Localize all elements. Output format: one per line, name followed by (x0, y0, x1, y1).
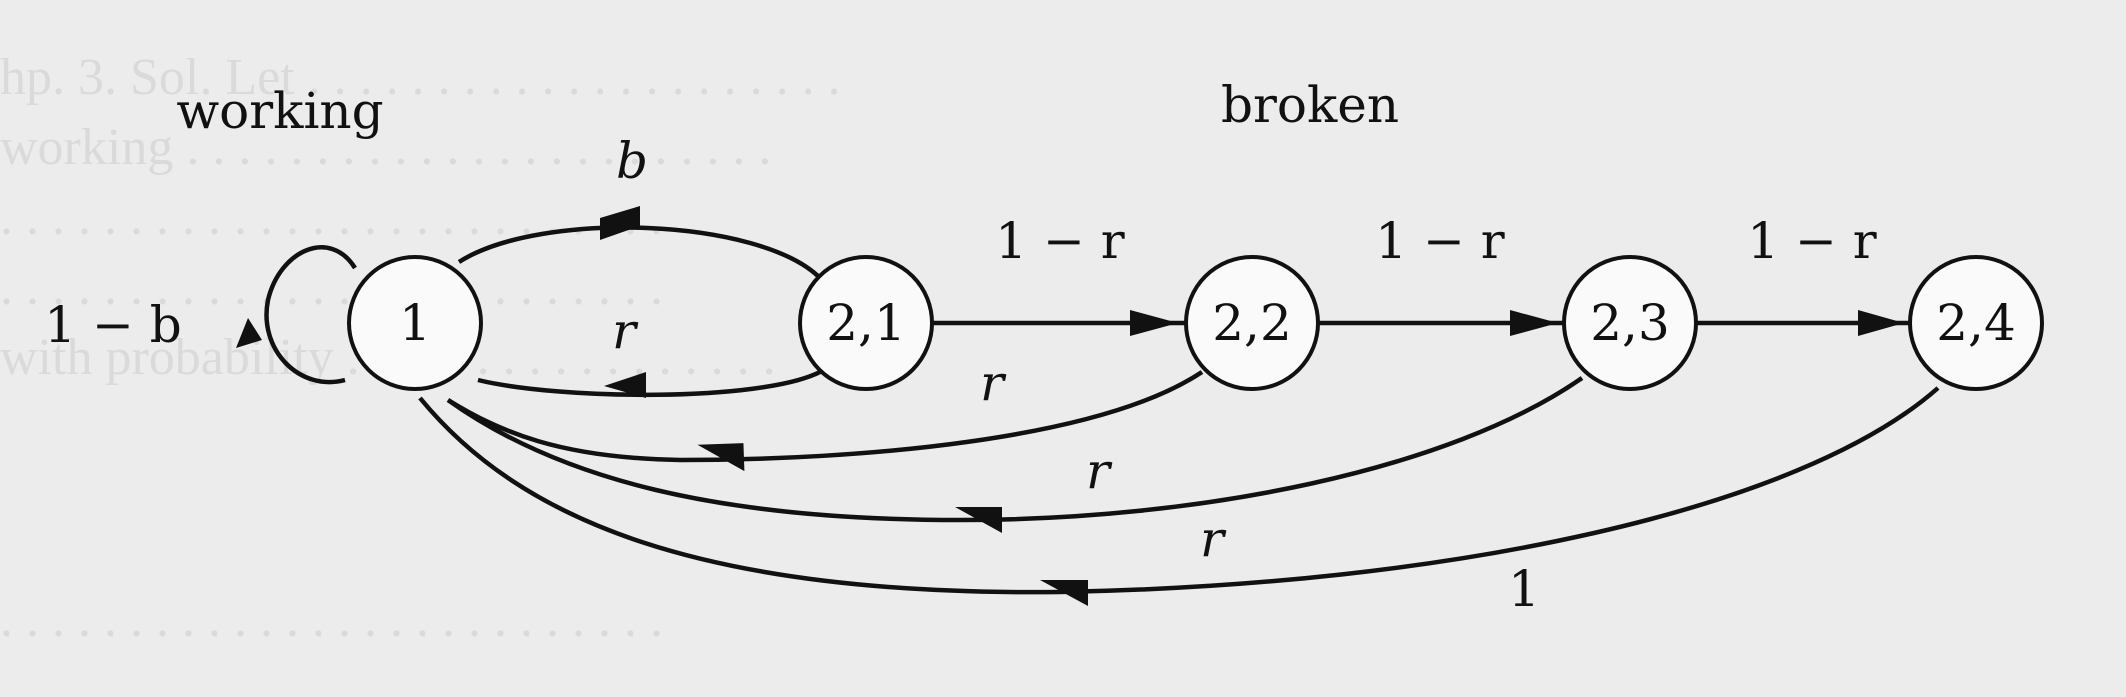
state-node-2-4: 2,4 (1908, 255, 2044, 391)
state-node-2-2: 2,2 (1184, 255, 1320, 391)
state-node-2-3: 2,3 (1562, 255, 1698, 391)
edge-label-1-minus-r-2: 1 − r (1375, 212, 1504, 270)
edge-label-b: b (616, 132, 648, 190)
state-label: 2,4 (1936, 294, 2016, 352)
edge-2-1-to-1 (477, 369, 822, 398)
edge-2-4-to-1 (418, 386, 1940, 595)
arrowhead-1-to-2-1 (600, 206, 640, 240)
edge-label-1-minus-r-3: 1 − r (1747, 212, 1876, 270)
bleed-through-text: . . . . . . . . . . . . . . . . . . . . … (0, 259, 663, 316)
arrowhead-2-1-to-1 (604, 372, 646, 398)
edge-label-1-minus-r-1: 1 − r (995, 212, 1124, 270)
edge-label-r-1: r (612, 302, 639, 360)
group-label-working: working (176, 82, 383, 140)
arrowhead-2-4-to-1 (1040, 580, 1088, 606)
bleed-through-text: working . . . . . . . . . . . . . . . . … (0, 119, 772, 176)
arrowhead-2-1-to-2-2 (1130, 310, 1178, 336)
edge-label-1: 1 (1508, 560, 1540, 618)
edge-label-r-4: r (1200, 510, 1227, 568)
arrowhead-2-3-to-2-4 (1858, 310, 1904, 336)
bleed-through-text: . . . . . . . . . . . . . . . . . . . . … (0, 591, 663, 648)
bleed-through-text: hp. 3. Sol. Let . . . . . . . . . . . . … (0, 49, 841, 106)
state-node-2-1: 2,1 (798, 255, 934, 391)
bleed-through-text: . . . . . . . . . . . . . . . . . . . . … (0, 189, 663, 246)
edge-1-to-1 (236, 245, 357, 385)
edge-1-to-2-1 (457, 225, 822, 280)
state-label: 2,2 (1212, 294, 1292, 352)
state-label: 2,1 (826, 294, 906, 352)
edge-label-r-2: r (980, 354, 1007, 412)
state-label: 1 (399, 294, 431, 352)
state-label: 2,3 (1590, 294, 1670, 352)
state-node-1: 1 (347, 255, 483, 391)
edge-label-r-3: r (1086, 442, 1113, 500)
arrowhead-2-2-to-1 (697, 443, 745, 472)
arrowhead-2-2-to-2-3 (1510, 310, 1558, 336)
edge-2-3-to-1 (446, 376, 1584, 523)
arrowhead-2-3-to-1 (955, 507, 1002, 533)
group-label-broken: broken (1221, 76, 1399, 134)
edge-label-self-loop: 1 − b (44, 296, 182, 354)
edge-2-2-to-1 (446, 370, 1204, 463)
